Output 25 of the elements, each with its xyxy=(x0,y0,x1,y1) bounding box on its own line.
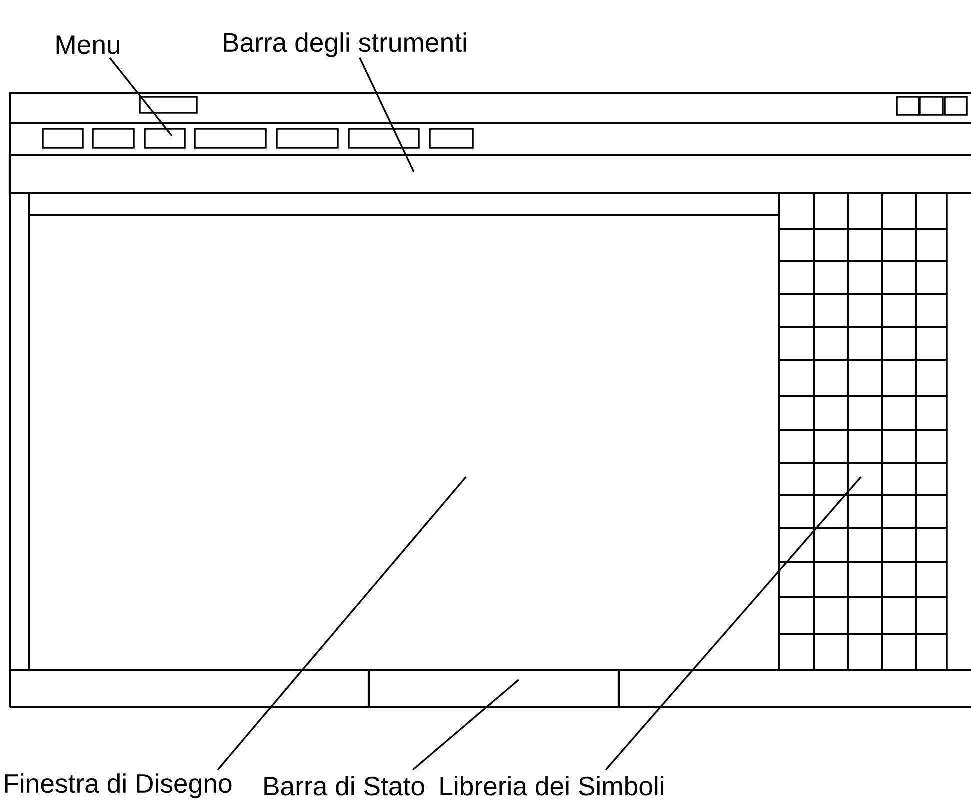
menu-button xyxy=(348,128,420,149)
menu-button xyxy=(42,128,84,149)
status-bar-section xyxy=(368,668,620,708)
callout-label: Barra di Stato xyxy=(264,776,424,796)
menu-button xyxy=(276,128,339,149)
leader-line xyxy=(605,476,862,771)
callout-label: Barra degli strumenti xyxy=(224,32,466,58)
toolbar-bar xyxy=(8,154,971,194)
window-button xyxy=(896,96,920,116)
window-button xyxy=(919,96,944,116)
symbol-library-grid xyxy=(778,192,948,671)
menu-button xyxy=(429,128,474,149)
leader-line xyxy=(359,58,415,172)
callout-label: Libreria dei Simboli xyxy=(440,776,664,796)
window-button xyxy=(944,96,968,116)
callout-label: Menu xyxy=(56,36,120,54)
menu-button xyxy=(144,128,186,149)
leader-line xyxy=(217,476,467,771)
menu-button xyxy=(194,128,267,149)
menu-button xyxy=(92,128,135,149)
leader-line xyxy=(109,57,173,137)
callout-label: Finestra di Disegno xyxy=(5,774,232,798)
drawing-window xyxy=(28,192,780,671)
title-field xyxy=(139,96,198,114)
leader-line xyxy=(412,679,520,771)
